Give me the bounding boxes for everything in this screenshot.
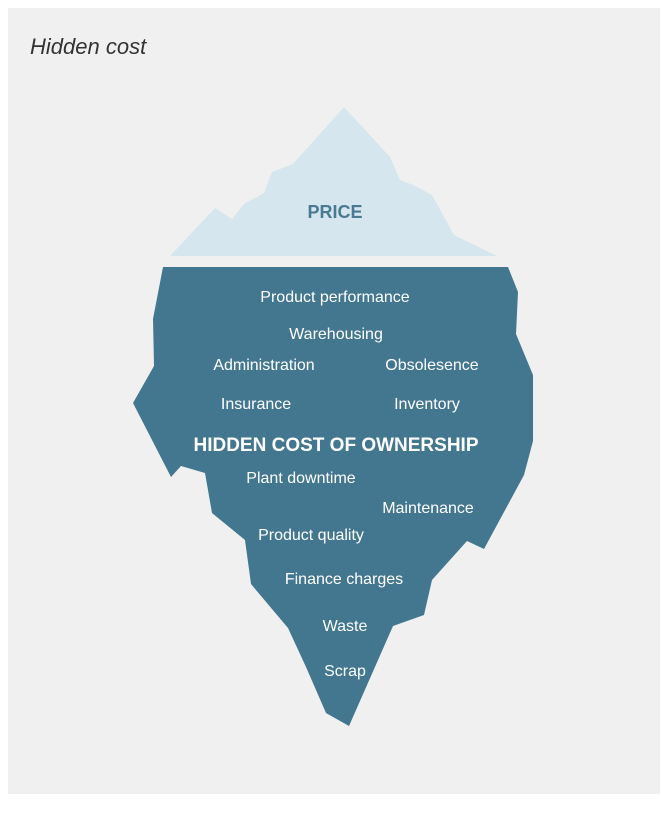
cost-item: Product quality: [258, 527, 364, 544]
main-label: HIDDEN COST OF OWNERSHIP: [193, 435, 479, 456]
iceberg-body: [133, 267, 533, 726]
diagram-title: Hidden cost: [30, 34, 147, 59]
cost-item: Maintenance: [382, 500, 474, 517]
cost-item: Insurance: [220, 396, 292, 413]
cost-item: Finance charges: [284, 571, 404, 588]
cost-item: Product performance: [260, 289, 410, 306]
cost-item: Waste: [322, 618, 368, 635]
cost-item: Administration: [213, 357, 315, 374]
cost-item: Obsolesence: [385, 357, 479, 374]
cost-item: Scrap: [324, 663, 366, 680]
cost-item: Warehousing: [289, 326, 383, 343]
cost-item: Plant downtime: [246, 470, 356, 487]
cost-item: Inventory: [394, 396, 460, 413]
iceberg-tip: [170, 107, 497, 256]
tip-label: PRICE: [307, 202, 363, 222]
